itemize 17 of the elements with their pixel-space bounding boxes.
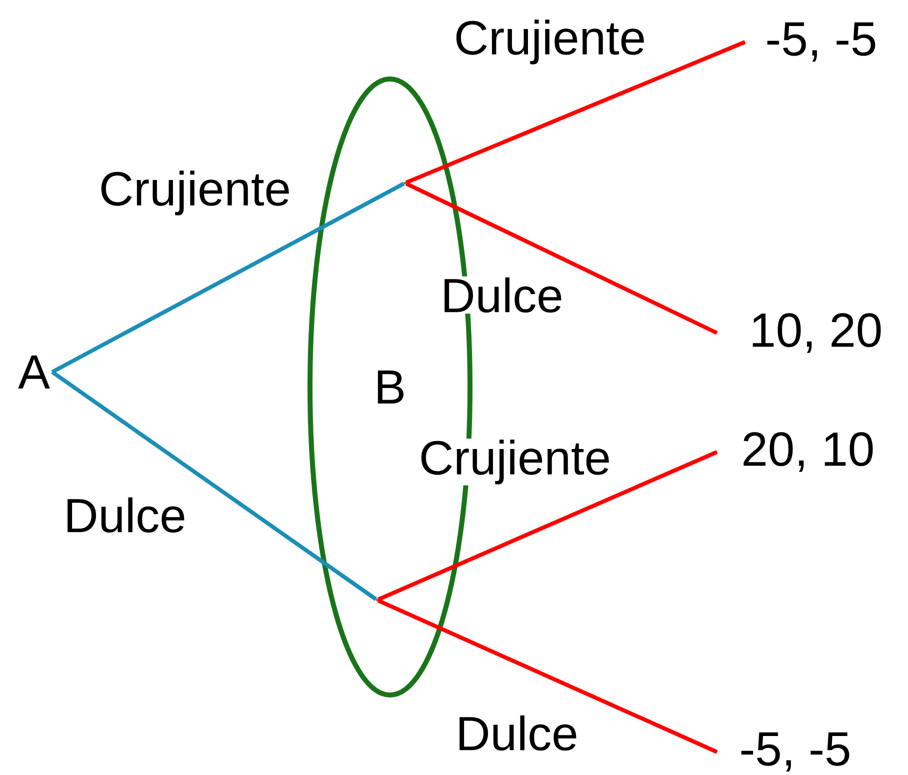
edge-label: Crujiente (452, 18, 648, 66)
edge-label: Crujiente (418, 438, 612, 486)
payoff-label: 10, 20 (752, 313, 881, 353)
branch-line (51, 370, 378, 601)
player-label: A (18, 355, 50, 389)
edge-label: Crujiente (98, 170, 292, 216)
branch-line (377, 450, 718, 602)
edge-label: Dulce (440, 276, 564, 314)
payoff-label: 20, 10 (744, 432, 873, 472)
payoff-label: -5, -5 (767, 22, 876, 62)
branch-line (405, 182, 718, 335)
payoff-label: -5, -5 (741, 732, 850, 772)
branch-line (51, 182, 405, 374)
branch-line (377, 598, 718, 754)
edge-label: Dulce (62, 496, 188, 534)
branch-line (405, 40, 746, 184)
edge-label: Dulce (454, 714, 580, 752)
